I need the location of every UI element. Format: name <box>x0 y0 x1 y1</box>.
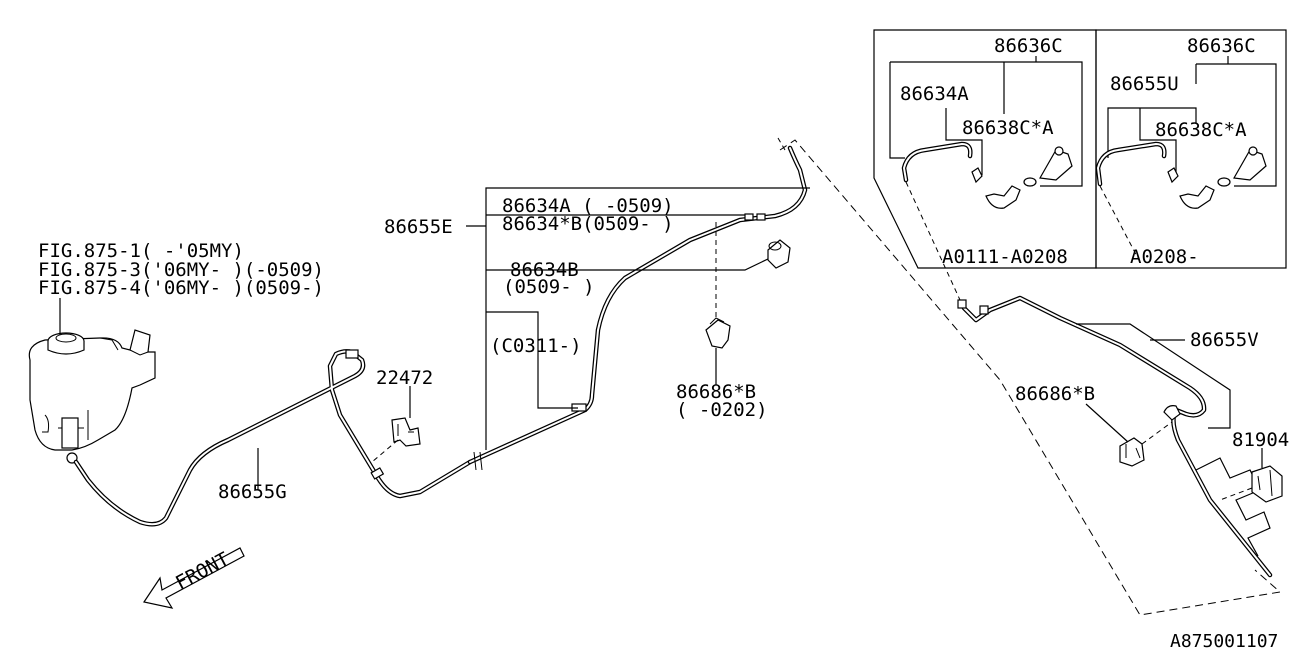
inset2-86636C-label: 86636C <box>1187 35 1256 57</box>
hose-86655G: 86655G <box>73 349 473 527</box>
code-C0311-label: (C0311-) <box>490 335 582 357</box>
diagram-id-label: A875001107 <box>1170 631 1278 652</box>
hose-86634B-star-label: 86634*B(0509- ) <box>502 213 674 235</box>
bracket-86655E: 86655E 86634A ( -0509) 86634*B(0509- ) 8… <box>384 187 810 450</box>
hose-86634A-label: 86634A ( -0509) <box>502 195 674 217</box>
rear-section-outline <box>779 139 1282 616</box>
inset1-86638C-label: 86638C*A <box>962 117 1054 139</box>
clip-81904-label: 81904 <box>1232 429 1289 451</box>
clip-22472-label: 22472 <box>376 367 433 389</box>
clip-86686B-right: 86686*B <box>1015 383 1173 467</box>
inset1-range-label: A0111-A0208 <box>942 246 1068 268</box>
inset1-86636C-label: 86636C <box>994 35 1063 57</box>
clip-86686B-center: 86686*B ( -0202) <box>676 222 768 421</box>
fig-875-4-label: FIG.875-4('06MY- )(0509-) <box>38 277 324 299</box>
inset-A0208: 86636C 86655U 86638C*A A0208- <box>1095 29 1287 269</box>
clip-86686B-center-date: ( -0202) <box>676 399 768 421</box>
clip-22472: 22472 <box>371 367 433 463</box>
front-direction-arrow: FRONT <box>143 547 245 609</box>
fig-875-3-label: FIG.875-3('06MY- )(-0509) <box>38 259 324 281</box>
figure-references: FIG.875-1( -'05MY) FIG.875-3('06MY- )(-0… <box>38 240 324 335</box>
hose-86655V: 86655V <box>957 295 1273 578</box>
hose-86655G-label: 86655G <box>218 481 287 503</box>
hose-86655E-label: 86655E <box>384 216 453 238</box>
grommet <box>767 239 791 269</box>
washer-tank <box>28 329 156 464</box>
inset-A0111-A0208: 86636C 86634A 86638C*A A0111-A0208 <box>873 29 1097 301</box>
clip-81904: 81904 <box>1219 429 1289 503</box>
inset2-86655U-label: 86655U <box>1110 73 1179 95</box>
inset2-range-label: A0208- <box>1130 246 1199 268</box>
fig-875-1-label: FIG.875-1( -'05MY) <box>38 240 244 262</box>
clip-86686B-center-label: 86686*B <box>676 381 756 403</box>
inset1-86634A-label: 86634A <box>900 83 969 105</box>
hose-86634B-label: 86634B <box>510 259 579 281</box>
front-label: FRONT <box>172 548 233 594</box>
hose-86655V-label: 86655V <box>1190 329 1259 351</box>
hose-brackets-right <box>1195 457 1271 557</box>
hose-86634B-date-label: (0509- ) <box>503 276 595 298</box>
clip-86686B-right-label: 86686*B <box>1015 383 1095 405</box>
inset2-86638C-label: 86638C*A <box>1155 119 1247 141</box>
